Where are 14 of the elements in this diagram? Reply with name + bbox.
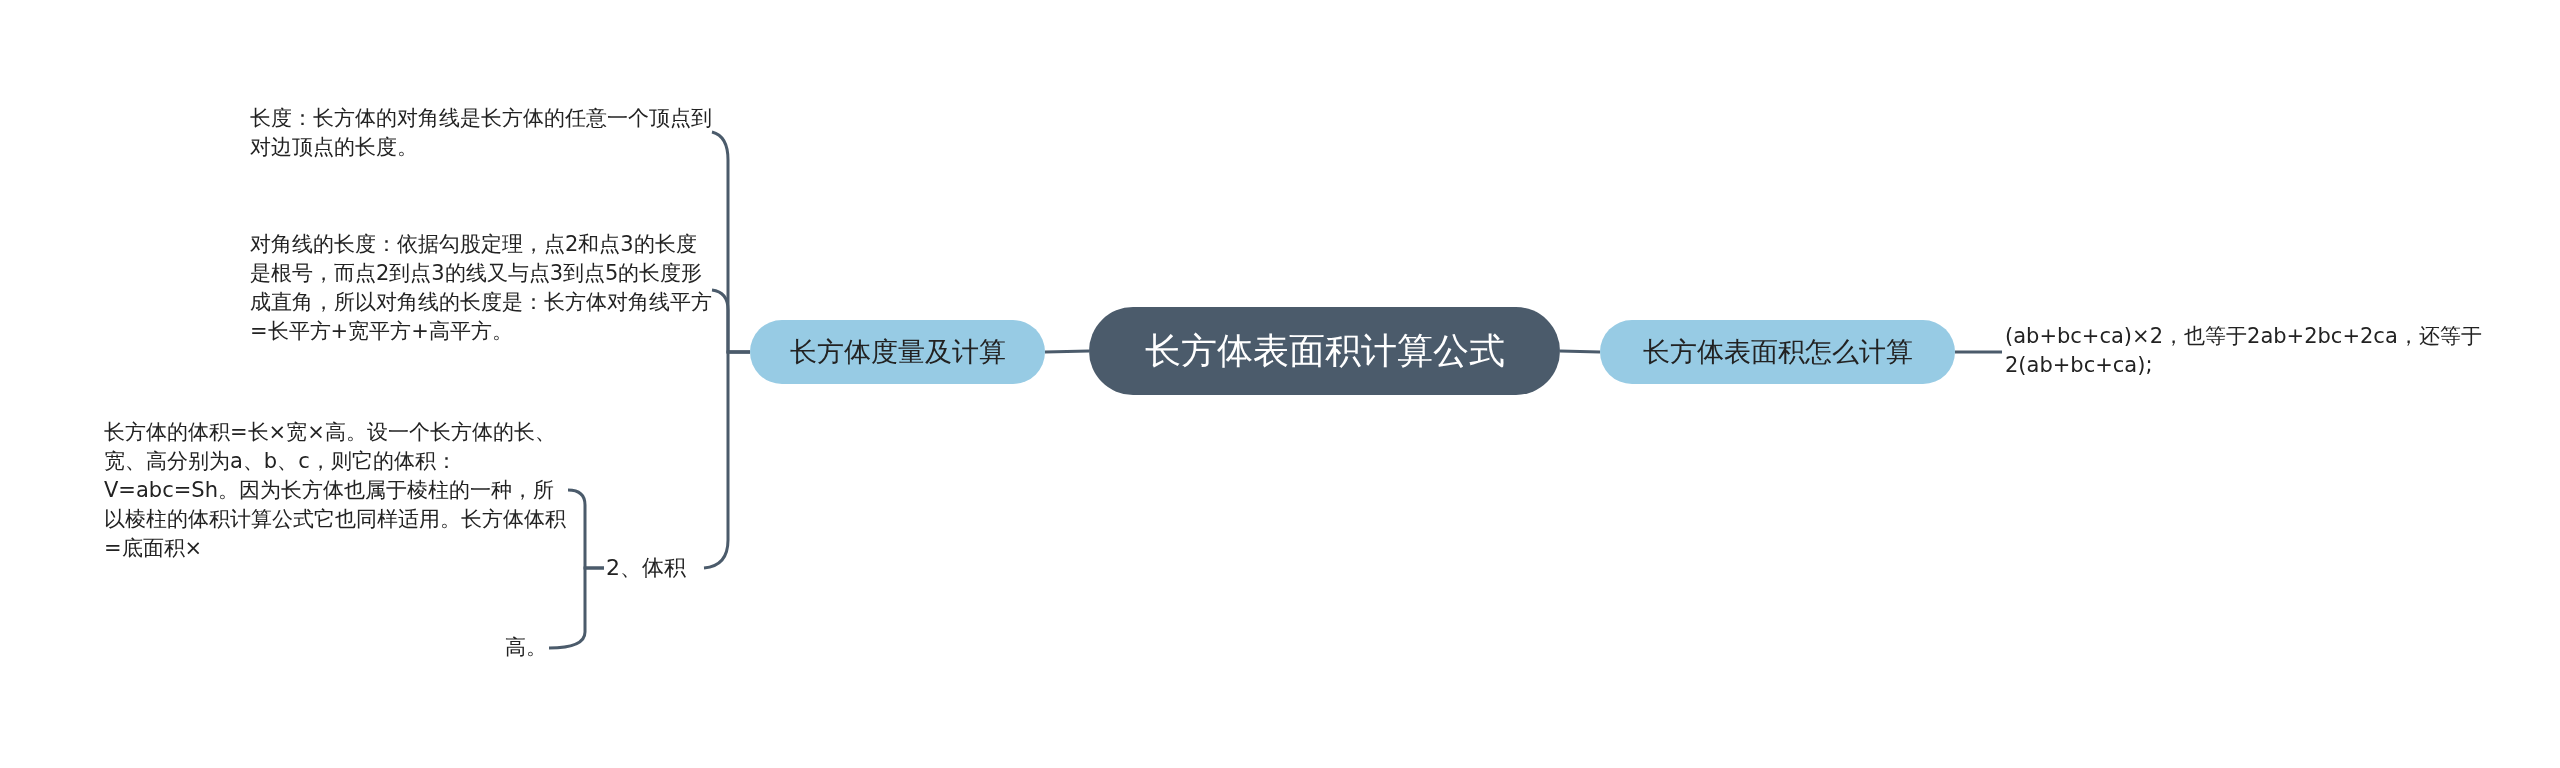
connector-line	[1955, 350, 2002, 354]
note-text: 高。	[505, 633, 547, 662]
connector-line	[1044, 349, 1090, 354]
topic-box: 长方体表面积怎么计算	[1600, 320, 1955, 384]
note-text: 长度：长方体的对角线是长方体的任意一个顶点到对边顶点的长度。	[250, 104, 712, 162]
connector-line	[703, 350, 750, 570]
central-topic-box: 长方体表面积计算公式	[1089, 307, 1560, 395]
note-text: 对角线的长度：依据勾股定理，点2和点3的长度是根号，而点2到点3的线又与点3到点5的长度形成直角，所以对角线的长度是：长方体对角线平方=长平方+宽平方+高平方。	[250, 230, 712, 346]
note-text: (ab+bc+ca)×2，也等于2ab+2bc+2ca，还等于2(ab+bc+ca);	[2005, 322, 2485, 380]
subtopic-text: 2、体积	[606, 553, 702, 583]
connector-line	[1559, 349, 1601, 354]
connector-line	[548, 566, 604, 650]
topic-box: 长方体度量及计算	[750, 320, 1045, 384]
note-text: 长方体的体积=长×宽×高。设一个长方体的长、宽、高分别为a、b、c，则它的体积：V=abc=Sh。因为长方体也属于棱柱的一种，所以棱柱的体积计算公式它也同样适用。长方体体积=底面积×	[104, 418, 566, 563]
